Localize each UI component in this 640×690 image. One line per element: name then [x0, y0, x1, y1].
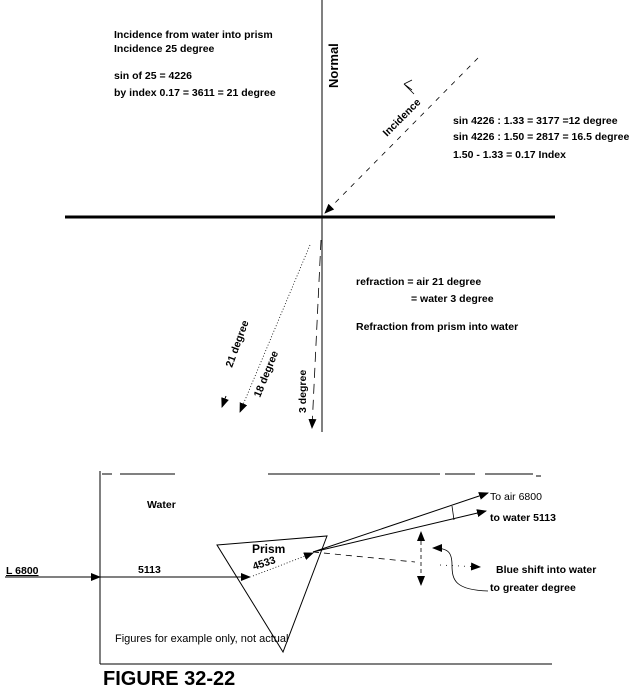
incidence-arrow-icon	[403, 79, 415, 95]
angle-arc	[451, 505, 455, 521]
ray-18-degree	[239, 244, 311, 413]
to-air-label: To air 6800	[490, 491, 542, 503]
label-21-degree: 21 degree	[224, 319, 252, 369]
to-water-label: to water 5113	[490, 512, 556, 524]
blue-shift-label: Blue shift into water	[496, 564, 596, 576]
to-air-ray	[312, 492, 489, 553]
blue-shift-ray-tail	[439, 562, 481, 571]
prism-wavelength-label: 4533	[251, 554, 277, 573]
note-line: sin 4226 : 1.33 = 3177 =12 degree	[453, 115, 618, 127]
incidence-ray	[324, 57, 479, 214]
note-line: refraction = air 21 degree	[356, 276, 481, 288]
water-label: Water	[147, 499, 176, 511]
water-wavelength-label: 5113	[138, 564, 161, 576]
label-3-degree: 3 degree	[297, 370, 309, 413]
light-in-label: L 6800	[6, 565, 39, 577]
footnote: Figures for example only, not actual	[115, 633, 288, 645]
prism-label: Prism	[252, 542, 285, 556]
note-line: = water 3 degree	[411, 293, 494, 305]
curved-pointer-arrow	[432, 544, 489, 592]
prism-triangle	[216, 535, 328, 654]
note-line: Incidence from water into prism	[114, 29, 273, 41]
note-line: Incidence 25 degree	[114, 43, 215, 55]
ray-21-degree-arrow	[221, 395, 229, 408]
greater-degree-label: to greater degree	[490, 582, 576, 594]
note-line: 1.50 - 1.33 = 0.17 Index	[453, 149, 566, 161]
water-surface	[102, 473, 541, 477]
label-18-degree: 18 degree	[252, 349, 282, 399]
blue-shift-ray	[312, 551, 416, 563]
note-line: by index 0.17 = 3611 = 21 degree	[114, 87, 276, 99]
to-water-ray	[312, 509, 487, 553]
normal-label: Normal	[326, 43, 341, 88]
ray-3-degree	[308, 239, 322, 429]
note-line: sin of 25 = 4226	[114, 70, 192, 82]
incidence-label: Incidence	[381, 96, 424, 139]
note-line: Refraction from prism into water	[356, 321, 518, 333]
figure-title: FIGURE 32-22	[103, 668, 235, 690]
note-line: sin 4226 : 1.50 = 2817 = 16.5 degree	[453, 131, 629, 143]
